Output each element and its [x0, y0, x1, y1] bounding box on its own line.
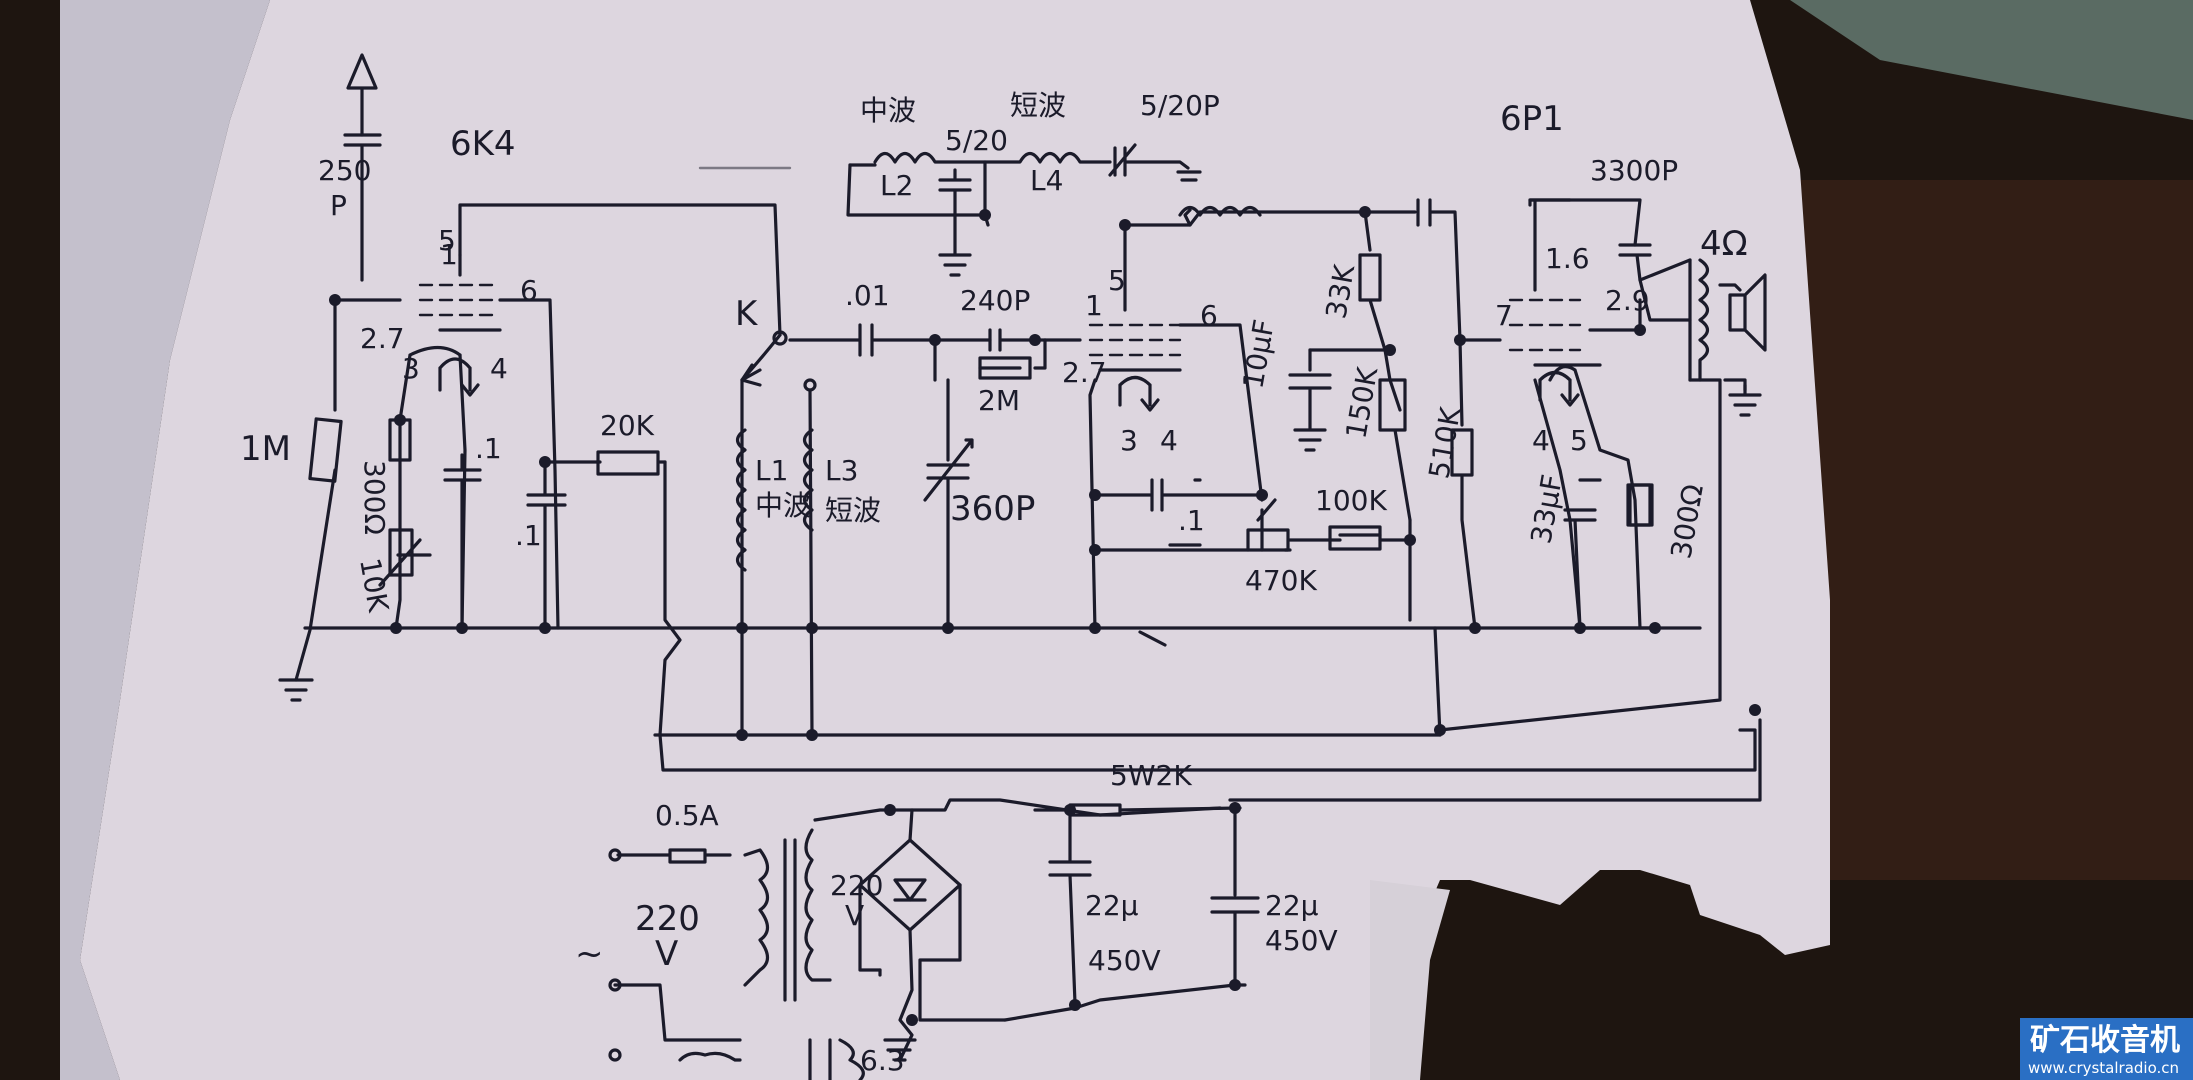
fuse-label: 0.5A [655, 799, 719, 832]
resistor-out300 [1628, 483, 1654, 527]
t1-pin6: 6 [520, 274, 538, 307]
tube1-grids [418, 283, 502, 317]
ac-symbol: ~ [575, 934, 604, 974]
resistor-470k-label: 470K [1245, 564, 1317, 597]
t2-pin27: 2.7 [1062, 356, 1107, 389]
t3-pin16: 1.6 [1545, 242, 1590, 275]
coil-l3-band: 短波 [825, 494, 881, 527]
coil-l1-label: L1 [755, 454, 788, 487]
speaker-label: 4Ω [1700, 224, 1748, 264]
t3-pin5: 5 [1570, 424, 1588, 457]
coil-l1 [735, 428, 747, 572]
ground-symbol-left [278, 678, 314, 702]
cap-screen-label: .1 [1178, 504, 1205, 537]
resistor-2m [978, 356, 1032, 380]
secondary-label: 220 [830, 869, 883, 902]
junction-dots [329, 206, 1761, 1026]
filter-b-label: 22μ [1265, 889, 1319, 922]
filter-a-voltage: 450V [1088, 944, 1161, 977]
speaker-symbol [1728, 273, 1767, 352]
resistor-100k-label: 100K [1315, 484, 1387, 517]
tuning-cap-label: 360P [950, 489, 1035, 529]
coil-l4-band: 短波 [1010, 89, 1066, 122]
t1-pin4: 4 [490, 352, 508, 385]
tube2-grids [1088, 323, 1182, 357]
out-cap-label: 3300P [1590, 154, 1678, 187]
resistor-20k-label: 20K [600, 409, 655, 442]
resistor-20k [596, 450, 660, 476]
table-grain [1760, 180, 2193, 880]
t2-pin5: 5 [1108, 264, 1126, 297]
resistor-10k [388, 528, 414, 577]
t3-pin4: 4 [1532, 424, 1550, 457]
coil-l1-band: 中波 [755, 489, 811, 522]
antenna-cap-label: 250 [318, 154, 371, 187]
paper-torn-piece [1370, 880, 1450, 1080]
object-corner [1790, 0, 2193, 120]
coil-l3-label: L3 [825, 454, 858, 487]
cap-01a-label: .1 [475, 432, 502, 465]
paper-sheet [80, 0, 1830, 1080]
resistor-1m-label: 1M [240, 429, 291, 469]
heater-label: 6.3 [860, 1044, 905, 1077]
switch-label: K [735, 294, 759, 334]
mains-label: 220 [635, 899, 700, 939]
t1-pin3: 3 [402, 352, 420, 385]
mw-trim-label: 5/20 [945, 124, 1008, 157]
cap-01b-label: .1 [515, 519, 542, 552]
watermark-url: www.crystalradio.cn [2028, 1059, 2179, 1077]
t3-pin7: 7 [1495, 299, 1513, 332]
filter-b-voltage: 450V [1265, 924, 1338, 957]
resistor-300-label: 300Ω [358, 460, 391, 535]
t3-pin29: 2.9 [1605, 284, 1650, 317]
antenna-cap-unit: P [330, 189, 347, 222]
coupling-cap-label: .01 [845, 279, 890, 312]
resistor-1m [308, 417, 343, 483]
resistor-100k [1328, 525, 1382, 551]
coil-l2-label: L2 [880, 169, 913, 202]
resistor-5w2k-label: 5W2K [1110, 759, 1192, 792]
resistor-2m-label: 2M [978, 384, 1020, 417]
antenna-symbol [346, 53, 378, 137]
grid-cap-label: 240P [960, 284, 1030, 317]
paper-underlay [60, 0, 270, 1080]
t1-pin5: 5 [438, 224, 456, 257]
tube3-grids [1508, 298, 1582, 352]
transformer-core [783, 838, 797, 1002]
filter-a-label: 22μ [1085, 889, 1139, 922]
coil-l4-label: L4 [1030, 164, 1063, 197]
watermark-title: 矿石收音机 [2030, 1023, 2180, 1058]
t2-pin4: 4 [1160, 424, 1178, 457]
coil-l2-band: 中波 [860, 94, 916, 127]
coil-l3 [802, 428, 814, 532]
t1-pin1: 1 [440, 238, 458, 271]
tube3-label: 6P1 [1500, 99, 1564, 139]
t2-pin3: 3 [1120, 424, 1138, 457]
resistor-470k [1246, 528, 1290, 552]
tube1-label: 6K4 [450, 124, 516, 164]
mains-unit: V [655, 934, 678, 974]
sw-trim-label: 5/20P [1140, 89, 1220, 122]
t1-pin27: 2.7 [360, 322, 405, 355]
watermark: 矿石收音机 www.crystalradio.cn [2020, 1018, 2193, 1080]
t2-pin1: 1 [1085, 289, 1103, 322]
t2-pin6: 6 [1200, 299, 1218, 332]
secondary-unit: V [845, 899, 864, 932]
